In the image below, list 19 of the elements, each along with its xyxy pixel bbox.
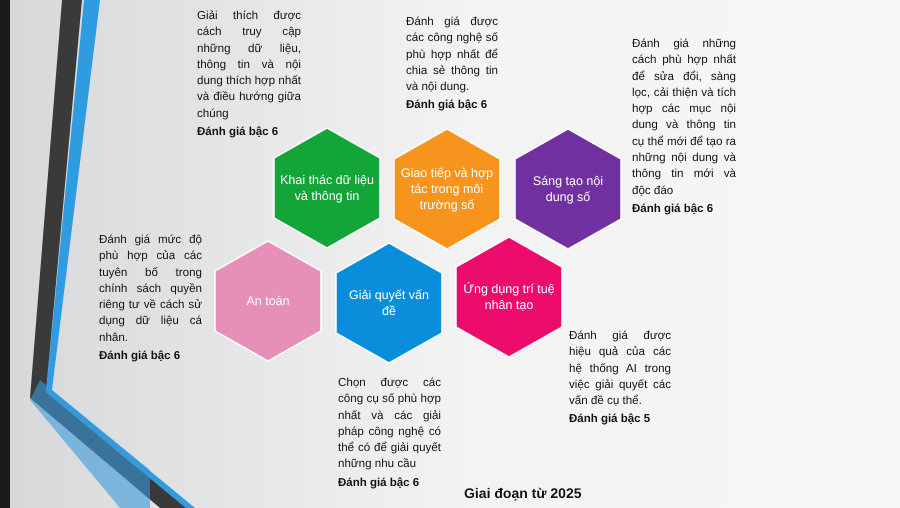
description-text: Đánh giá được các công nghệ số phù hợp nhất để chia sẻ thông tin và nội dung. (406, 14, 498, 96)
description-text: Giải thích được cách truy cập những dữ liệu, thông tin và nội dung thích hợp nhất và điều hướng giữa chúng (197, 8, 301, 122)
level-text: Đánh giá bậc 6 (338, 476, 420, 491)
hexagon-label: Khai thác dữ liệu và thông tin (279, 172, 375, 204)
level-text: Đánh giá bậc 6 (632, 202, 714, 217)
hexagon-label: Giao tiếp và hợp tác trong môi trường số (400, 165, 494, 213)
level-text: Đánh giá bậc 6 (99, 349, 180, 364)
hexagon-label: An toàn (245, 293, 291, 309)
description-text: Chọn được các công cụ số phù hợp nhất và các giải pháp công nghệ có thể có để giải quyết những nhu cầu (338, 375, 441, 472)
hexagon-label: Giải quyết vấn đề (348, 287, 430, 319)
level-text: Đánh giá bậc 6 (197, 125, 278, 140)
description-text: Đánh giá được hiệu quả của các hệ thống AI trong việc giải quyết các vấn đề cụ thể. (569, 328, 671, 410)
description-text: Đánh giá mức độ phù hợp của các tuyên bố trong chính sách quyền riêng tư về cách sử dụng dữ liệu cá nhân. (99, 232, 202, 346)
hexagon-label: Ứng dụng trí tuệ nhân tạo (462, 281, 556, 313)
period-title: Giai đoạn từ 2025 (464, 485, 582, 501)
level-text: Đánh giá bậc 6 (406, 98, 488, 114)
level-text: Đánh giá bậc 5 (569, 412, 650, 428)
hexagon-label: Sáng tạo nội dung số (532, 173, 604, 205)
description-text: Đánh giá những cách phù hợp nhất để sửa đổi, sàng lọc, cải thiện và tích hợp các mục nội dung và thông tin cụ thể mới để tạo ra những nội dung và thông tin mới và độc đáo (632, 36, 736, 199)
